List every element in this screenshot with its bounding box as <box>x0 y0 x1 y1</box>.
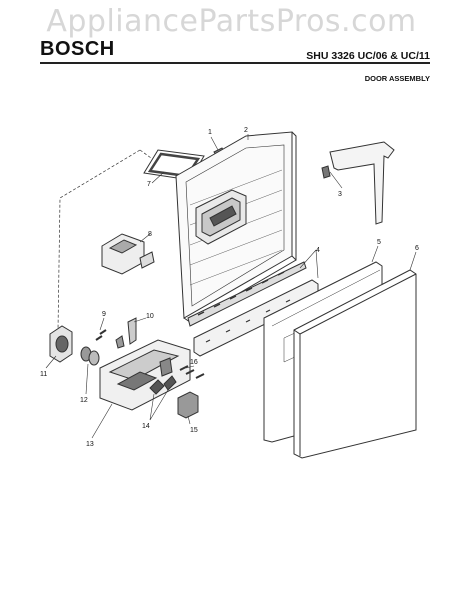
brand-logo: BOSCH <box>40 38 115 60</box>
callout-9: 9 <box>102 311 106 318</box>
part-15-latch-block <box>177 391 199 419</box>
callout-1: 1 <box>208 129 212 136</box>
callout-13: 13 <box>86 441 94 448</box>
part-3-bracket <box>321 141 395 225</box>
callout-3: 3 <box>338 191 342 198</box>
callout-4: 4 <box>316 247 320 254</box>
part-8-latch-plate <box>101 233 155 275</box>
callout-12: 12 <box>80 397 88 404</box>
callout-11: 11 <box>40 371 47 378</box>
part-16-small-springs <box>179 365 205 379</box>
callout-10: 10 <box>146 313 154 320</box>
callout-8: 8 <box>148 231 152 238</box>
part-12-ring <box>80 346 100 366</box>
diagram-title: DOOR ASSEMBLY <box>364 74 430 83</box>
callout-7: 7 <box>147 181 151 188</box>
callout-16: 16 <box>190 359 198 366</box>
part-9-screws <box>95 329 107 341</box>
part-13-control-housing <box>99 339 191 411</box>
callout-5: 5 <box>377 239 381 246</box>
part-14-springs <box>149 375 177 395</box>
model-number: SHU 3326 UC/06 & UC/11 <box>306 50 430 62</box>
header-rule <box>40 62 430 64</box>
leader-lines <box>45 134 417 439</box>
part-10-pin <box>115 317 137 349</box>
callout-labels: 1 2 3 4 5 6 7 8 9 10 11 12 13 14 15 16 <box>40 127 419 448</box>
callout-6: 6 <box>415 245 419 252</box>
callout-14: 14 <box>142 423 150 430</box>
part-11-knob <box>49 325 73 363</box>
callout-15: 15 <box>190 427 198 434</box>
watermark: AppliancePartsPros.com <box>46 4 417 39</box>
part-2-inner-door <box>175 131 307 327</box>
dashed-connector-line <box>57 149 141 339</box>
part-6-decor-panel <box>293 269 417 459</box>
callout-2: 2 <box>244 127 248 134</box>
